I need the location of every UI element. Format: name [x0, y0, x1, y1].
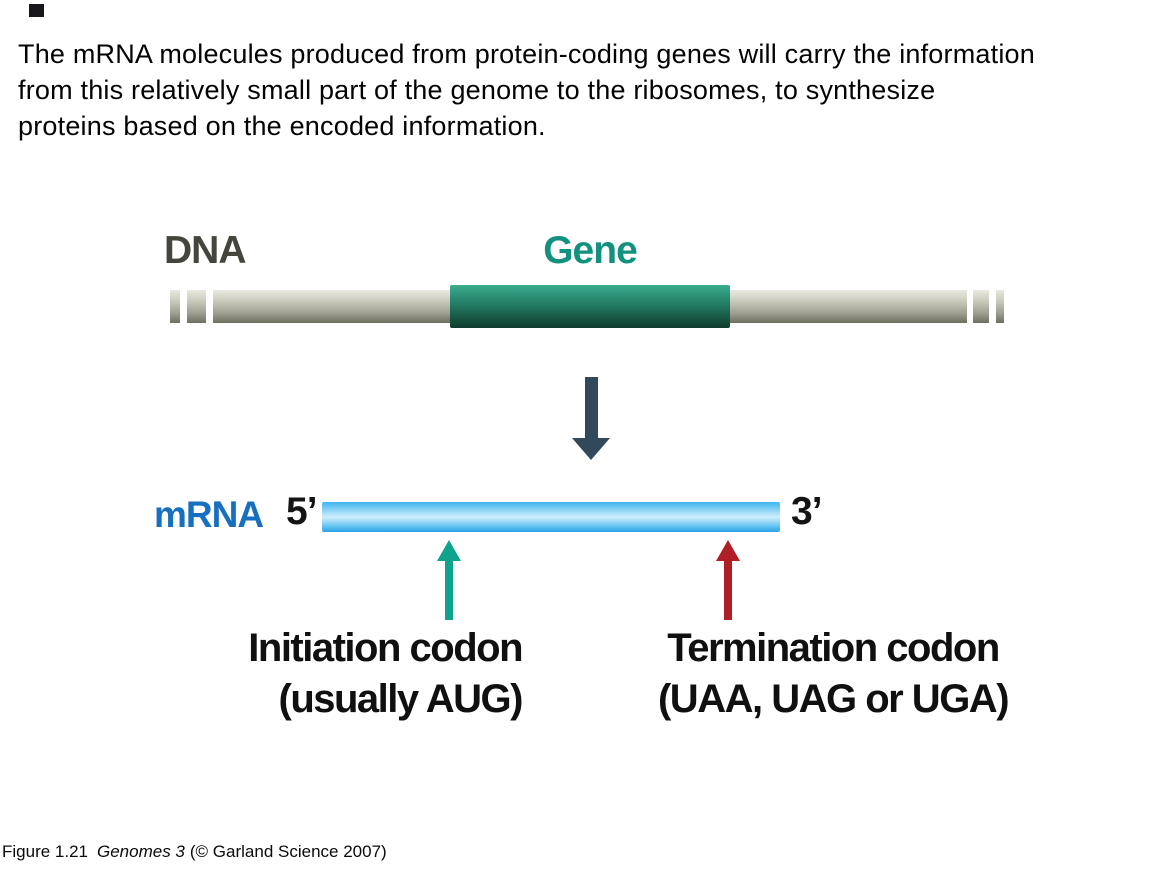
- dna-left-dash-large: [187, 290, 206, 323]
- down-arrow-shaft: [585, 377, 598, 440]
- down-arrow-head: [572, 438, 610, 460]
- intro-paragraph: The mRNA molecules produced from protein…: [18, 39, 1035, 141]
- slide-corner-marker: [29, 4, 44, 17]
- three-prime-label: 3’: [791, 490, 823, 533]
- figure-caption-publisher: (© Garland Science 2007): [189, 842, 387, 861]
- transcription-down-arrow-icon: [572, 377, 610, 460]
- mrna-label: mRNA: [154, 494, 264, 535]
- figure-caption-book-title: Genomes 3: [97, 842, 185, 861]
- figure-caption-number: Figure 1.21: [2, 842, 88, 861]
- term-arrow-shaft: [724, 560, 732, 620]
- initiation-codon-arrow-icon: [437, 540, 461, 620]
- termination-codon-label: Termination codon (UAA, UAG or UGA): [657, 626, 1010, 721]
- dna-label: DNA: [164, 229, 246, 272]
- mrna-bar: [322, 502, 780, 532]
- gene-segment: [450, 285, 730, 328]
- dna-left-dash-small: [170, 290, 180, 323]
- five-prime-label: 5’: [286, 490, 318, 533]
- termination-codon-arrow-icon: [716, 540, 740, 620]
- gene-label: Gene: [543, 229, 638, 272]
- dna-right-dash-small: [996, 290, 1004, 323]
- init-arrow-head: [437, 540, 461, 561]
- term-arrow-head: [716, 540, 740, 561]
- initiation-codon-label: Initiation codon (usually AUG): [248, 626, 523, 721]
- dna-right-dash-large: [973, 290, 989, 323]
- figure-caption: Figure 1.21 Genomes 3(© Garland Science 2…: [2, 842, 387, 862]
- init-arrow-shaft: [445, 560, 453, 620]
